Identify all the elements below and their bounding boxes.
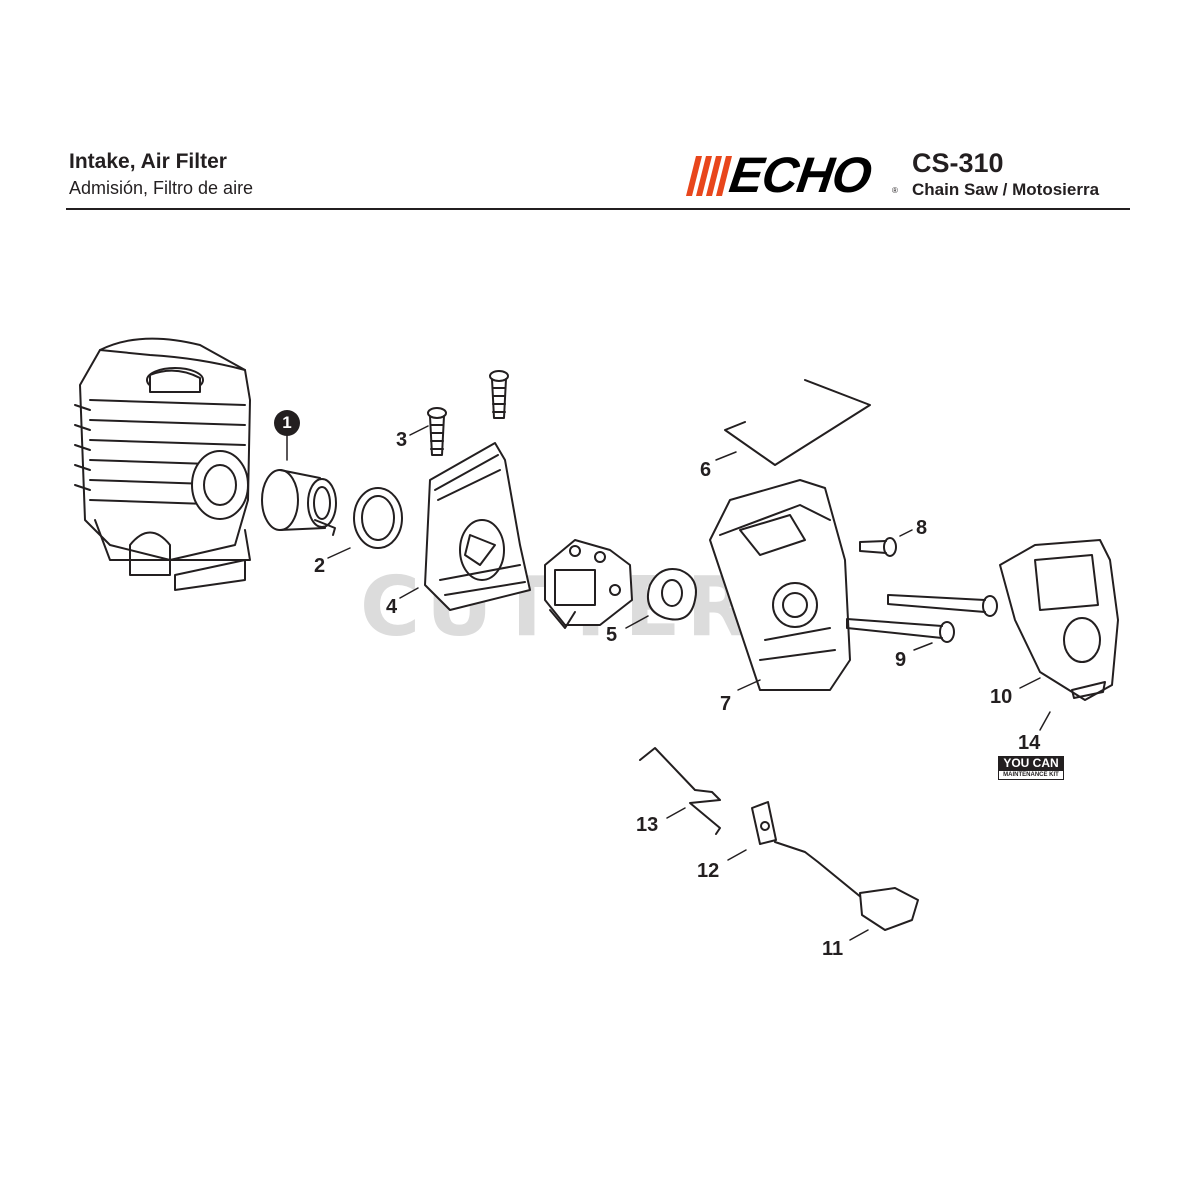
choke-rod-drawing [774,841,919,931]
filter-base-drawing [709,479,851,691]
callout-11: 11 [822,938,844,960]
callout-13: 13 [636,814,659,836]
filter-cover-drawing [999,539,1119,701]
echo-logo: ECHO ® [686,147,906,203]
callout-12: 12 [697,860,720,882]
wire-clip-drawing [724,379,871,466]
header-divider [66,208,1130,210]
callout-7: 7 [720,693,732,715]
gasket-drawing [646,568,697,621]
screw-3-drawing [427,407,447,456]
carburetor-drawing [544,539,633,629]
page-title: Intake, Air Filter [69,150,227,173]
screw-9b-drawing [846,618,955,643]
carb-adapter-drawing [424,442,531,611]
bracket-drawing [751,801,777,845]
model-number: CS-310 [912,148,1004,178]
callout-10: 10 [990,686,1013,708]
leader-lines [286,425,1051,941]
page-subtitle: Admisión, Filtro de aire [69,178,254,198]
callout-2: 2 [314,555,326,577]
cylinder-drawing [74,337,251,591]
screw-9a-drawing [887,594,998,617]
screw-3b-drawing [489,370,509,419]
intake-boot-drawing [261,469,337,536]
wire-link-drawing [639,747,721,835]
callout-8: 8 [916,517,928,539]
callout-5: 5 [606,624,618,646]
callout-9: 9 [895,649,907,671]
registered-mark: ® [892,186,898,195]
callout-3: 3 [396,429,408,451]
seal-ring-drawing [353,487,403,549]
kit-logo-top: YOU CAN [998,756,1064,770]
maintenance-kit-logo: YOU CAN MAINTENANCE KIT [998,756,1064,780]
screw-8-drawing [859,537,897,557]
callout-4: 4 [386,596,398,618]
callout-14: 14 [1018,732,1041,754]
callout-1: 1 [274,410,300,436]
kit-logo-bottom: MAINTENANCE KIT [998,770,1064,780]
logo-stripes-icon [686,156,732,196]
callout-6: 6 [700,459,712,481]
model-description: Chain Saw / Motosierra [912,180,1100,199]
